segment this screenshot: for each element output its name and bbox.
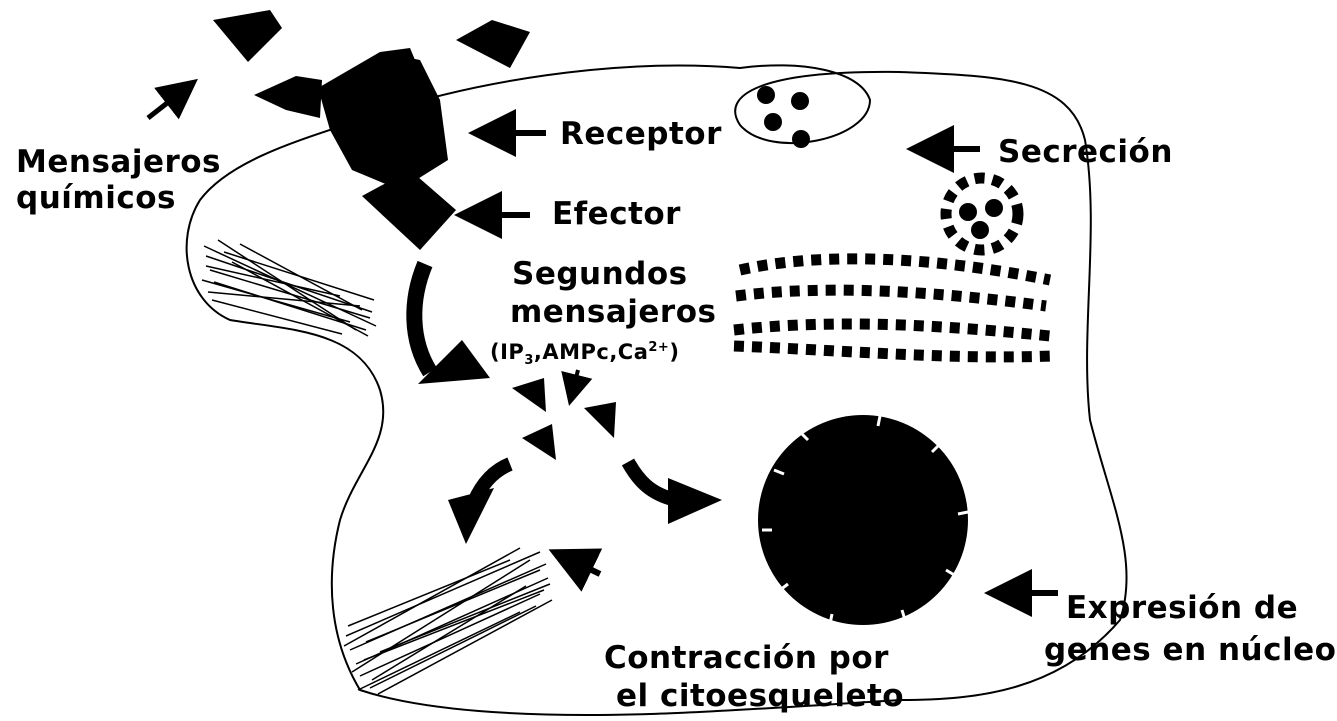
label-segundos-examples-pre: (IP xyxy=(490,340,524,364)
golgi-apparatus xyxy=(734,178,1052,357)
golgi-vesicle-dots xyxy=(959,199,1003,239)
label-expresion-line2: genes en núcleo xyxy=(1044,632,1336,668)
contraction-arrow xyxy=(554,552,600,574)
label-secrecion: Secreción xyxy=(998,134,1173,170)
label-expresion-line1: Expresión de xyxy=(1066,590,1298,626)
receptor-block xyxy=(318,48,448,190)
second-messenger-arrow xyxy=(570,370,578,402)
cytoskeleton-arrowhead xyxy=(448,488,494,544)
label-mensajeros-line2: químicos xyxy=(16,180,176,216)
cytoskeleton-filaments-upper xyxy=(202,240,376,336)
second-messenger-molecules xyxy=(512,378,616,460)
nucleus-arrowhead xyxy=(668,478,722,524)
label-segundos-examples-sub: 3 xyxy=(524,353,534,368)
label-segundos-line1: Segundos xyxy=(512,256,688,292)
label-mensajeros-line1: Mensajeros xyxy=(16,144,221,180)
label-segundos-examples-post: ) xyxy=(669,340,679,364)
label-receptor: Receptor xyxy=(560,116,722,152)
cell-membrane xyxy=(187,65,1127,715)
effector-to-messengers-arrow xyxy=(414,264,430,372)
messenger-pointer-arrow xyxy=(148,82,194,118)
effector-block xyxy=(362,170,456,250)
label-segundos-examples: (IP3,AMPc,Ca2+) xyxy=(490,336,679,373)
label-contraccion-line2: el citoesqueleto xyxy=(616,678,904,714)
label-segundos-examples-mid: ,AMPc,Ca xyxy=(534,340,649,364)
label-segundos-line2: mensajeros xyxy=(510,294,716,330)
label-contraccion-line1: Contracción por xyxy=(604,640,889,676)
label-segundos-examples-sup: 2+ xyxy=(648,340,669,355)
cytoskeleton-filaments-lower xyxy=(344,548,552,694)
label-efector: Efector xyxy=(552,196,681,232)
